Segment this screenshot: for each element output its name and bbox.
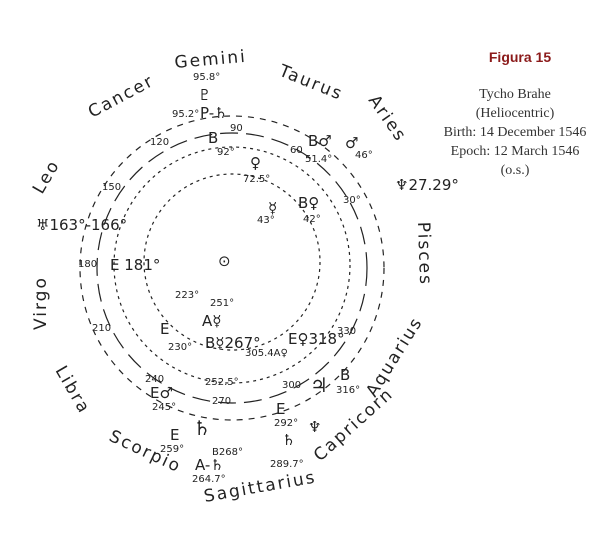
label-230: 230° — [168, 342, 192, 353]
label-92: 92° — [217, 147, 235, 158]
label-42: 42° — [303, 214, 321, 225]
venus-node-icon: ♀ — [250, 154, 261, 172]
sign-taurus: Taurus — [275, 61, 346, 105]
caption-subtitle: (Heliocentric) — [475, 106, 555, 121]
deg-210: 210 — [92, 323, 111, 334]
mercury-node-267: B☿267° — [205, 334, 261, 352]
saturn-icon: ♄ — [193, 416, 211, 440]
label-264-7: 264.7° — [192, 474, 226, 485]
caption-birth: Birth: 14 December 1546 — [443, 125, 587, 140]
deg-90: 90 — [230, 123, 243, 134]
jupiter-icon: ♃ — [310, 373, 328, 397]
deg-330: 330 — [337, 326, 356, 337]
label-b: B — [340, 366, 350, 384]
label-292: 292° — [274, 418, 298, 429]
caption-title: Tycho Brahe — [479, 87, 551, 102]
neptune-label: ♆27.29° — [395, 176, 459, 194]
label-b-268: B268° — [212, 447, 243, 458]
deg-270: 270 — [212, 396, 231, 407]
deg-180: 180 — [78, 259, 97, 270]
label-e: E — [160, 320, 169, 338]
saturn-node-icon: ♄ — [282, 431, 295, 449]
label-e-181: E 181° — [110, 256, 160, 274]
sign-pisces: Pisces — [413, 221, 435, 286]
deg-300: 300 — [282, 380, 301, 391]
mars-node: B♂ — [308, 132, 332, 150]
zodiac-signs: Gemini Taurus Aries Pisces Aquarius Capr… — [29, 47, 435, 507]
deg-30: 30° — [343, 195, 361, 206]
sign-virgo: Virgo — [31, 276, 51, 330]
deg-60: 60 — [290, 145, 303, 156]
node-b: B — [208, 129, 218, 147]
venus-node: B♀ — [298, 194, 319, 212]
orbit-dashed — [96, 132, 368, 404]
venus-318: E♀318° — [288, 330, 345, 348]
planet-labels: 95.8° ♇ 95.2° P-♄ B 92° B♂ 51.4° ♂ 46° ♀… — [36, 72, 459, 485]
sign-gemini: Gemini — [174, 47, 248, 73]
mars-e: E♂ — [150, 384, 173, 402]
uranus-label: ♅163°-166° — [36, 216, 127, 234]
label-289-7: 289.7° — [270, 459, 304, 470]
label-252-5: 252.5° — [205, 377, 239, 388]
orbit-circles — [79, 115, 385, 421]
caption-note: (o.s.) — [500, 163, 530, 178]
deg-150: 150 — [102, 182, 121, 193]
sign-cancer: Cancer — [85, 71, 158, 122]
neptune-icon: ♆ — [308, 418, 321, 436]
label-51-4: 51.4° — [305, 154, 332, 165]
deg-240: 240 — [145, 374, 164, 385]
label-259: 259° — [160, 444, 184, 455]
figure-caption: Figura 15 Tycho Brahe (Heliocentric) Bir… — [420, 48, 610, 180]
saturn-aphelion: A-♄ — [195, 456, 224, 474]
label-95-2: 95.2° — [172, 109, 199, 120]
label-245: 245° — [152, 402, 176, 413]
caption-epoch: Epoch: 12 March 1546 — [450, 144, 580, 159]
mars-icon: ♂ — [345, 134, 358, 152]
label-95-8: 95.8° — [193, 72, 220, 83]
label-43: 43° — [257, 215, 275, 226]
saturn-perihelion: P-♄ — [200, 104, 228, 122]
pluto-icon: ♇ — [198, 86, 211, 104]
label-251: 251° — [210, 298, 234, 309]
degree-marks: 30° 60 90 120 150 180 210 240 270 300 33… — [78, 123, 361, 407]
label-72-5: 72.5° — [243, 174, 270, 185]
orbit-inner — [143, 173, 321, 351]
label-316: 316° — [336, 385, 360, 396]
sun-icon: ⊙ — [218, 252, 231, 270]
sign-aries: Aries — [364, 91, 411, 146]
deg-120: 120 — [150, 137, 169, 148]
sign-libra: Libra — [51, 363, 95, 418]
label-46: 46° — [355, 150, 373, 161]
mercury-icon: ☿ — [268, 199, 277, 217]
venus-aphelion-305-4: 305.4A♀ — [245, 348, 288, 359]
sign-aquarius: Aquarius — [362, 313, 427, 400]
mercury-aphelion: A☿ — [202, 312, 221, 330]
orbit-dotted — [113, 146, 351, 384]
label-e: E — [276, 400, 285, 418]
orbit-outer — [79, 115, 385, 421]
figure-label: Figura 15 — [488, 49, 552, 65]
sign-leo: Leo — [29, 156, 64, 197]
label-223: 223° — [175, 290, 199, 301]
label-e: E — [170, 426, 179, 444]
